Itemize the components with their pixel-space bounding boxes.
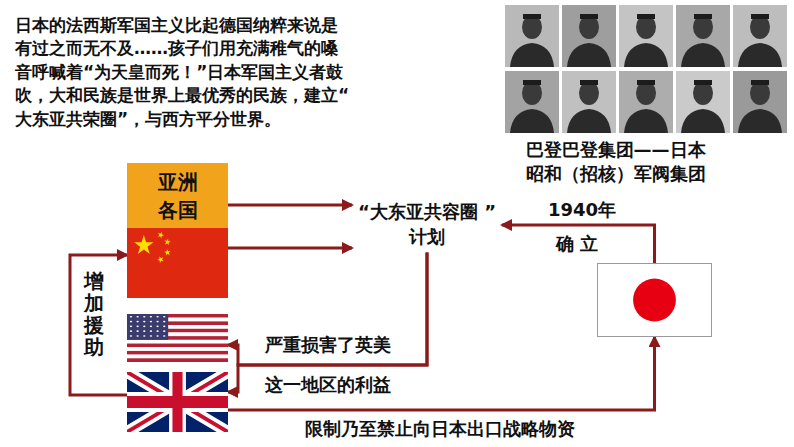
connector-arrow bbox=[228, 247, 352, 250]
plan-box: “大东亚共容圈 ”计划 bbox=[352, 196, 502, 252]
uk-flag bbox=[127, 372, 228, 432]
region-box: 亚洲 各国 bbox=[127, 163, 228, 228]
note-text: 确 立 bbox=[556, 232, 598, 256]
note-text: 日本的法西斯军国主义比起德国纳粹来说是有过之而无不及……孩子们用充满稚气的嗓音呼… bbox=[15, 14, 350, 131]
connector-arrow bbox=[502, 225, 655, 263]
flag-node bbox=[127, 314, 228, 362]
node-text: 亚洲 各国 bbox=[153, 168, 203, 224]
connector-arrow bbox=[228, 204, 352, 207]
note-text: 巴登巴登集团——日本 昭和（招核）军阀集团 bbox=[518, 138, 713, 187]
flag-node bbox=[597, 263, 712, 337]
japan-flag bbox=[598, 264, 711, 336]
flag-node bbox=[127, 228, 228, 298]
flag-node bbox=[127, 372, 228, 432]
us-flag bbox=[127, 314, 228, 362]
connector-arrow bbox=[70, 255, 127, 395]
connector-arrow bbox=[228, 252, 427, 392]
edge-label: 限制乃至禁止向日本出口战略物资 bbox=[305, 417, 575, 441]
edge-label: 增加援助 bbox=[84, 270, 104, 358]
node-text: “大东亚共容圈 ”计划 bbox=[357, 199, 497, 249]
edge-label: 严重损害了英美 这一地区的利益 bbox=[258, 325, 398, 405]
china-flag bbox=[127, 228, 228, 298]
edge-label: 1940年 bbox=[548, 198, 616, 222]
